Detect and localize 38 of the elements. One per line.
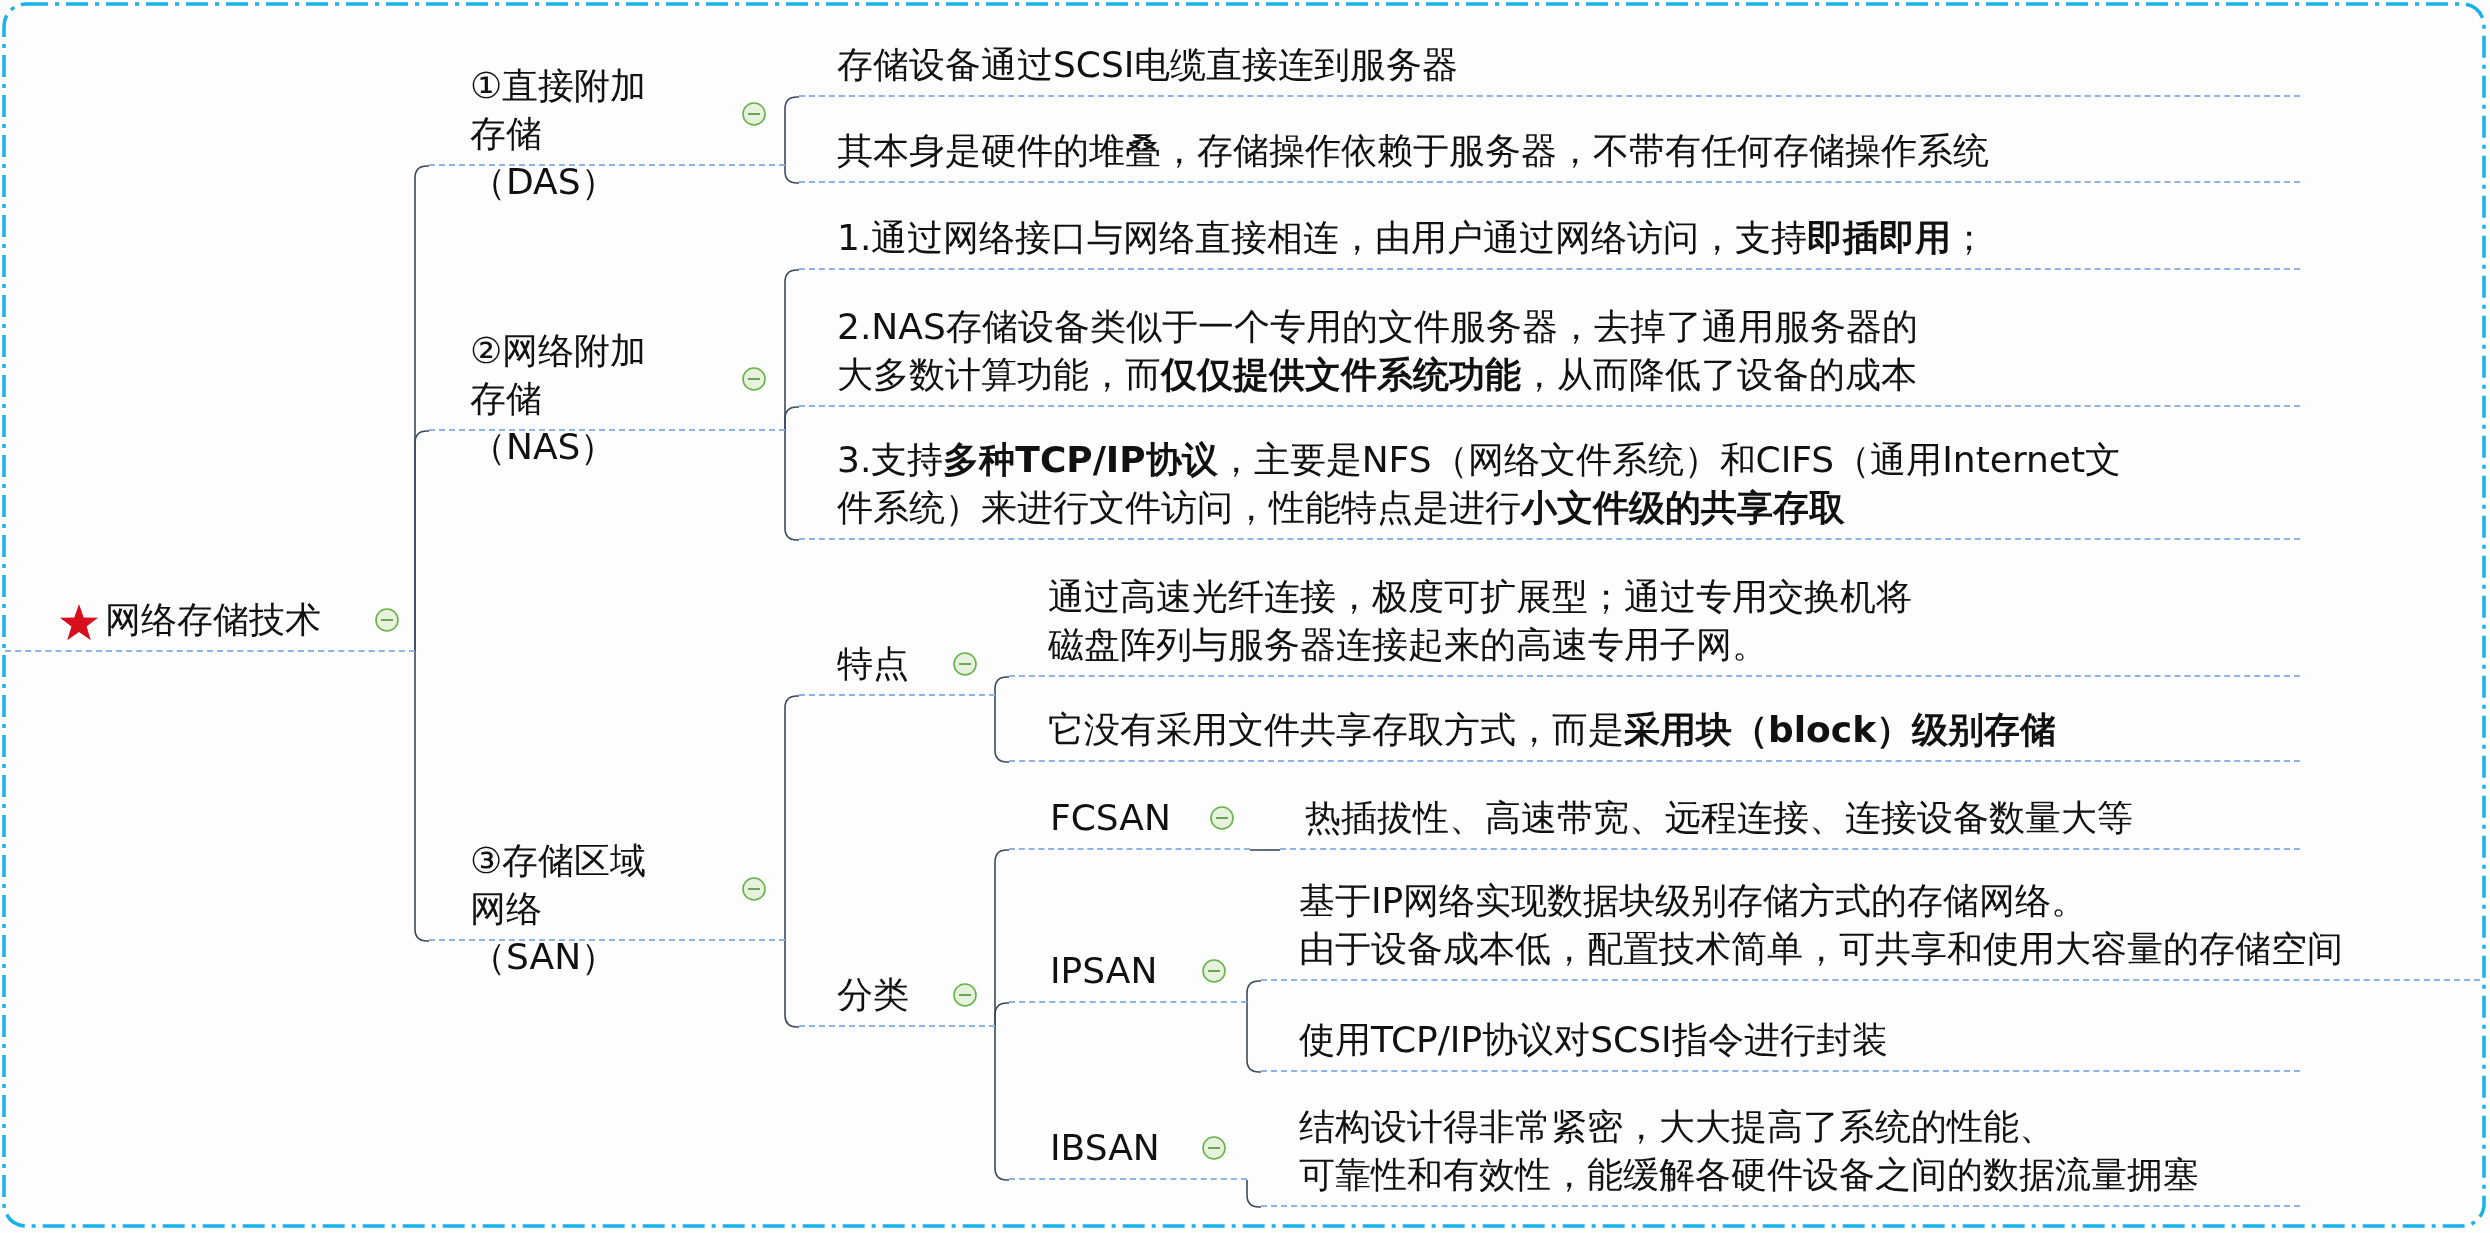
topic-text: 2.NAS存储设备类似于一个专用的文件服务器，去掉了通用服务器的大多数计算功能，而仅仅提供文件系统功能，从而降低了设备的成本 <box>837 305 1919 397</box>
topic-text: 1.通过网络接口与网络直接相连，由用户通过网络访问，支持即插即用； <box>837 216 1989 260</box>
topic-text: 热插拔性、高速带宽、远程连接、连接设备数量大等 <box>1305 796 2134 840</box>
connector-line <box>784 406 800 432</box>
topic-text: FCSAN <box>1050 796 1172 840</box>
connector-line <box>994 1002 1010 1028</box>
connector-line <box>414 430 430 653</box>
connector-line <box>1249 849 1281 851</box>
topic-text: 其本身是硬件的堆叠，存储操作依赖于服务器，不带有任何存储操作系统 <box>837 129 1990 173</box>
topic-text: 分类 <box>837 973 910 1017</box>
topic-text: ①直接附加存储（DAS） <box>470 64 648 204</box>
topic-text: IBSAN <box>1050 1126 1161 1170</box>
connector-line <box>784 940 800 1028</box>
connector-line <box>414 651 430 942</box>
topic-text: 由于设备成本低，配置技术简单，可共享和使用大容量的存储空间 <box>1299 927 2344 971</box>
topic-text: 3.支持多种TCP/IP协议，主要是NFS（网络文件系统）和CIFS（通用Internet文件系统）来进行文件访问，性能特点是进行小文件级的共享存取 <box>837 438 2123 530</box>
topic-text: 特点 <box>837 642 910 686</box>
topic-text: 通过高速光纤连接，极度可扩展型；通过专用交换机将磁盘阵列与服务器连接起来的高速专用子网。 <box>1048 575 1913 667</box>
root-topic-text: 网络存储技术 <box>105 598 322 642</box>
topic-text: 基于IP网络实现数据块级别存储方式的存储网络。 <box>1299 879 2089 923</box>
connector-line <box>784 695 800 942</box>
topic-text: IPSAN <box>1050 949 1159 993</box>
topic-text: 存储设备通过SCSI电缆直接连到服务器 <box>837 43 1460 87</box>
connector-line <box>784 96 800 167</box>
connector-line <box>994 676 1010 697</box>
topic-text: ③存储区域网络（SAN） <box>470 839 648 979</box>
connector-line <box>994 695 1010 763</box>
connector-line <box>1246 980 1262 1004</box>
topic-text: 结构设计得非常紧密，大大提高了系统的性能、 <box>1299 1105 2056 1149</box>
connector-line <box>784 430 800 541</box>
connector-line <box>784 165 800 184</box>
connector-line <box>994 1026 1010 1181</box>
connector-line <box>1246 1179 1262 1208</box>
connector-line <box>1246 1002 1262 1073</box>
topic-text: 可靠性和有效性，能缓解各硬件设备之间的数据流量拥塞 <box>1299 1153 2200 1197</box>
topic-text: ②网络附加存储（NAS） <box>470 329 648 469</box>
topic-text: 使用TCP/IP协议对SCSI指令进行封装 <box>1299 1018 1889 1062</box>
topic-text: 它没有采用文件共享存取方式，而是采用块（block）级别存储 <box>1048 708 2058 752</box>
